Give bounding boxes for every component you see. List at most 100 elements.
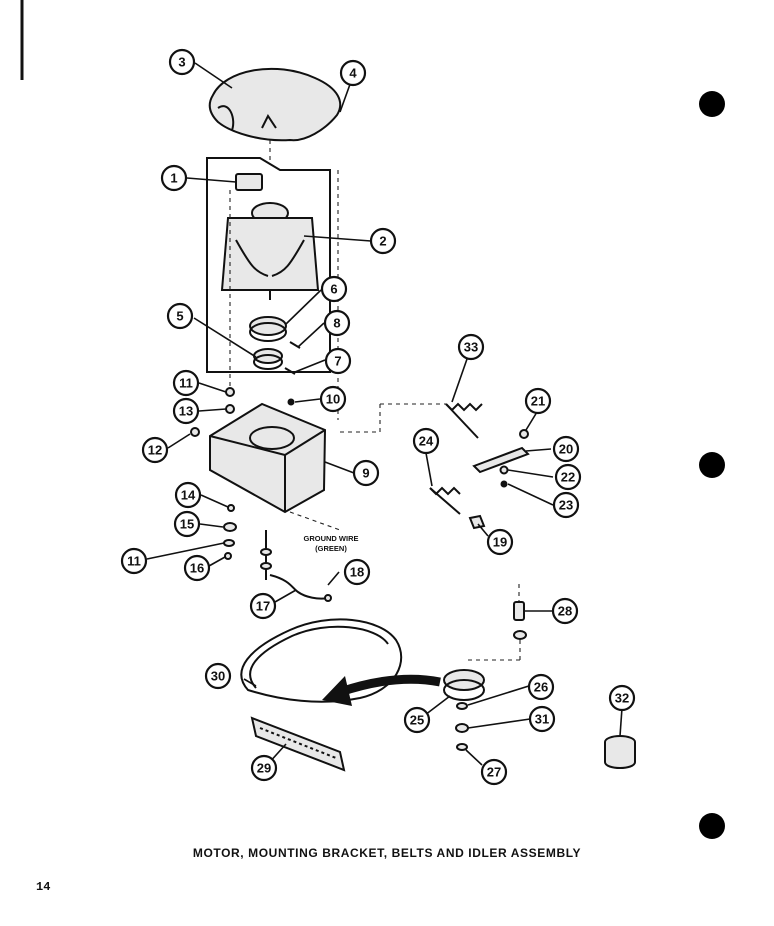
nut-10 (287, 398, 295, 406)
idler-pulley-25-part (443, 669, 485, 701)
callout-26: 26 (527, 673, 555, 701)
callout-14: 13 (172, 397, 200, 425)
callout-18: 18 (343, 558, 371, 586)
callout-23: 23 (552, 491, 580, 519)
svg-text:26: 26 (534, 680, 548, 695)
svg-text:10: 10 (326, 392, 340, 407)
callout-28: 28 (551, 597, 579, 625)
svg-text:22: 22 (561, 470, 575, 485)
motor-panel-outline (206, 157, 331, 373)
callout-25: 25 (403, 706, 431, 734)
svg-text:5: 5 (176, 309, 183, 324)
washer-27 (456, 743, 468, 751)
callout-24: 24 (412, 427, 440, 455)
svg-text:29: 29 (257, 761, 271, 776)
callout-19: 19 (486, 528, 514, 556)
motor-part (220, 173, 320, 300)
callout-31: 31 (528, 705, 556, 733)
svg-text:21: 21 (531, 394, 545, 409)
svg-text:24: 24 (419, 434, 434, 449)
motor-cover-part (208, 67, 342, 142)
svg-text:23: 23 (559, 498, 573, 513)
svg-text:15: 15 (180, 517, 194, 532)
idler-bracket-20-part (472, 446, 530, 474)
drive-belt-30-part (240, 618, 403, 703)
callout-6: 6 (320, 275, 348, 303)
callout-11-top: 11 (172, 369, 200, 397)
callout-20: 20 (552, 435, 580, 463)
shaft-28-part (513, 601, 525, 621)
callout-4: 4 (339, 59, 367, 87)
svg-text:8: 8 (333, 316, 340, 331)
washer-26-upper (513, 630, 527, 640)
washer-11-top (225, 387, 235, 397)
svg-text:28: 28 (558, 604, 572, 619)
idler-clip-19-part (468, 514, 486, 530)
callout-5: 5 (166, 302, 194, 330)
svg-text:17: 17 (256, 599, 270, 614)
nut-16 (224, 552, 232, 560)
washer-31 (455, 723, 469, 733)
washer-26-lower (456, 702, 468, 710)
svg-text:11: 11 (127, 554, 141, 569)
svg-text:18: 18 (350, 565, 364, 580)
spacer-13 (227, 504, 235, 512)
svg-text:27: 27 (487, 765, 501, 780)
svg-text:30: 30 (211, 669, 225, 684)
svg-text:13: 13 (179, 404, 193, 419)
callout-15: 15 (173, 510, 201, 538)
callout-32: 32 (608, 684, 636, 712)
item-32-part (604, 735, 636, 769)
idler-spring-33-part (445, 402, 483, 439)
callout-2: 2 (369, 227, 397, 255)
washer-11-bottom (223, 539, 235, 547)
ground-wire-part (260, 511, 341, 602)
punch-hole-bottom (699, 813, 725, 839)
idler-spring-24-part (429, 486, 461, 515)
callout-30: 30 (204, 662, 232, 690)
callout-29: 29 (250, 754, 278, 782)
nut-14 (225, 404, 235, 414)
callout-8: 8 (323, 309, 351, 337)
punch-hole-top (699, 91, 725, 117)
svg-text:4: 4 (349, 66, 357, 81)
washer-21 (519, 429, 529, 439)
callout-3: 3 (168, 48, 196, 76)
punch-hole-middle (699, 452, 725, 478)
svg-text:2: 2 (379, 234, 386, 249)
washer-22 (499, 465, 509, 475)
callout-17: 17 (249, 592, 277, 620)
svg-text:20: 20 (559, 442, 573, 457)
pump-belt-29-part (250, 716, 346, 772)
leader-lines (146, 62, 623, 766)
ground-wire-label-line2: (GREEN) (315, 544, 347, 553)
callout-7: 7 (324, 347, 352, 375)
svg-text:1: 1 (170, 171, 177, 186)
direction-arrow-head (322, 676, 352, 706)
callout-33: 33 (457, 333, 485, 361)
svg-text:9: 9 (362, 466, 369, 481)
svg-text:7: 7 (334, 354, 341, 369)
svg-text:11: 11 (179, 376, 193, 391)
svg-text:16: 16 (190, 561, 204, 576)
callout-11-bottom: 11 (120, 547, 148, 575)
mounting-bracket-part (209, 402, 327, 514)
bushing-15 (223, 522, 237, 532)
page-number: 14 (36, 880, 51, 894)
svg-text:3: 3 (178, 55, 185, 70)
callout-27: 27 (480, 758, 508, 786)
svg-text:33: 33 (464, 340, 478, 355)
pulley-5-part (253, 348, 283, 370)
svg-text:25: 25 (410, 713, 424, 728)
callout-22: 22 (554, 463, 582, 491)
svg-text:14: 14 (181, 488, 196, 503)
callout-10: 10 (319, 385, 347, 413)
callout-9: 9 (352, 459, 380, 487)
svg-text:19: 19 (493, 535, 507, 550)
nut-23 (500, 480, 508, 488)
callout-12: 12 (141, 436, 169, 464)
screw-12 (190, 427, 200, 437)
callout-16: 16 (183, 554, 211, 582)
